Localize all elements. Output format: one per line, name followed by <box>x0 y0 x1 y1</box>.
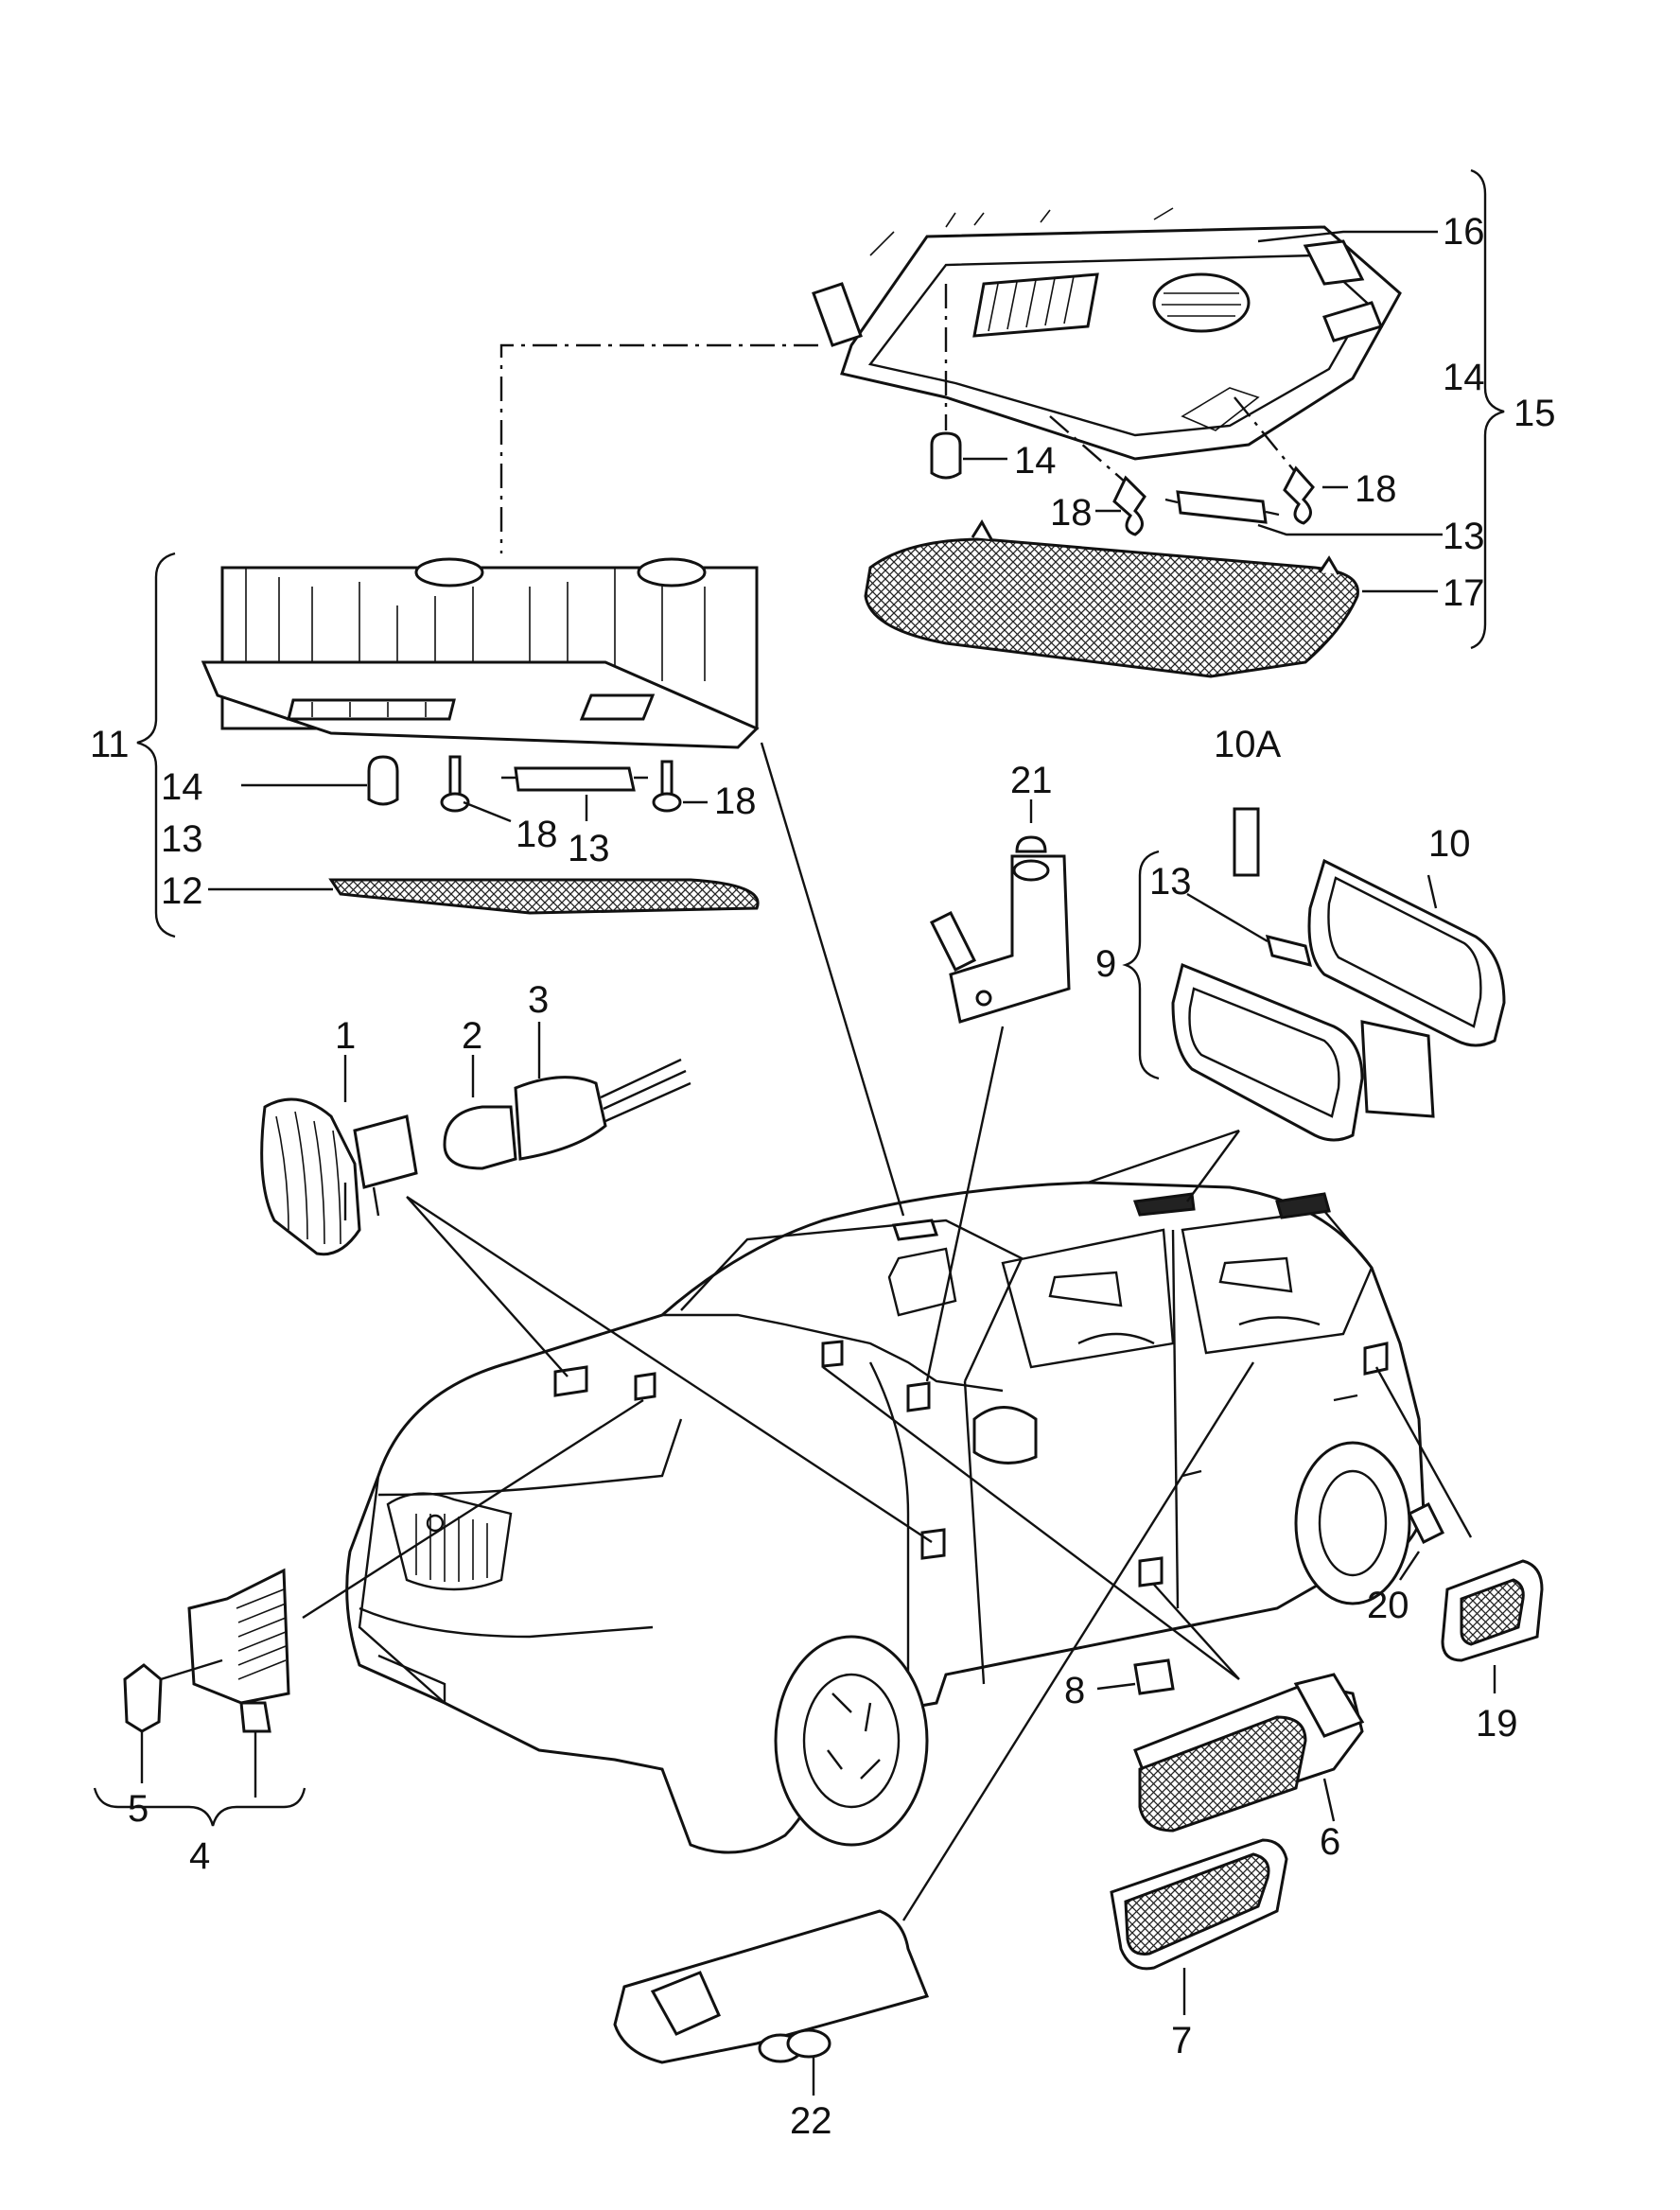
housing-4 <box>187 1568 290 1798</box>
lens-17-top <box>864 519 1438 678</box>
label-9: 9 <box>1095 943 1116 985</box>
car-location-markers <box>553 1219 1389 1587</box>
label-pad-10a <box>1233 807 1260 877</box>
car-body <box>345 1181 1426 1854</box>
interior-light-assembly-15 <box>812 207 1402 461</box>
screw-18-left-b <box>652 760 708 813</box>
interior-light-assembly-11 <box>201 557 760 749</box>
light-7 <box>1110 1838 1288 2015</box>
label-14-left: 14 <box>161 766 203 808</box>
bracket-15 <box>1470 168 1505 650</box>
label-18-top-right: 18 <box>1355 468 1397 510</box>
screw-18-left-top <box>1049 415 1146 536</box>
label-14-top-right: 14 <box>1443 357 1485 398</box>
side-marker-1 <box>260 1055 418 1256</box>
label-13-left: 13 <box>568 828 610 869</box>
label-2: 2 <box>462 1015 482 1057</box>
label-14-top: 14 <box>1014 440 1057 482</box>
bulb-5 <box>123 1658 223 1783</box>
bulb-13-door <box>1186 892 1313 968</box>
label-22: 22 <box>790 2100 832 2142</box>
label-15: 15 <box>1514 393 1556 434</box>
bulb-8 <box>1096 1658 1175 1695</box>
bracket-4 <box>93 1787 306 1827</box>
festoon-bulb-13-left <box>501 766 648 821</box>
luggage-light-6 <box>1133 1673 1365 1833</box>
bulb-14-left <box>241 755 399 806</box>
label-6: 6 <box>1320 1821 1340 1863</box>
leader-lines <box>302 742 1473 1921</box>
label-10a: 10A <box>1214 724 1281 765</box>
label-12: 12 <box>161 870 203 912</box>
door-contact-switch-21 <box>929 799 1071 1024</box>
socket-3 <box>514 1022 691 1161</box>
light-19 <box>1441 1559 1544 1693</box>
bulb-20 <box>1399 1501 1445 1581</box>
label-18-top-left: 18 <box>1050 492 1093 534</box>
label-18-left-b: 18 <box>714 781 757 822</box>
label-19: 19 <box>1476 1703 1518 1745</box>
festoon-bulb-13-top <box>1164 490 1443 536</box>
label-10: 10 <box>1428 823 1471 865</box>
label-5: 5 <box>128 1788 149 1830</box>
bulb-14-top <box>930 284 1007 480</box>
label-13-door: 13 <box>1149 861 1192 903</box>
leader-dashdot <box>499 343 818 553</box>
bracket-9 <box>1122 850 1160 1080</box>
bracket-11 <box>136 552 176 938</box>
door-light-9 <box>1171 962 1435 1142</box>
bulb-2 <box>443 1055 517 1170</box>
lens-12-left <box>208 878 760 915</box>
label-17: 17 <box>1443 572 1485 614</box>
light-22 <box>613 1909 930 2096</box>
label-7: 7 <box>1171 2020 1192 2061</box>
label-18-left-a: 18 <box>516 814 558 855</box>
part-labels: 16 14 15 14 18 18 13 17 11 14 13 12 18 1… <box>90 211 1556 2142</box>
label-11: 11 <box>90 724 130 765</box>
screw-18-left-a <box>440 755 512 823</box>
label-20: 20 <box>1367 1585 1409 1626</box>
gasket-10 <box>1307 858 1506 1047</box>
label-21: 21 <box>1010 760 1053 801</box>
label-13-top: 13 <box>1443 516 1485 557</box>
label-16: 16 <box>1443 211 1485 253</box>
label-4: 4 <box>189 1835 210 1877</box>
label-8: 8 <box>1064 1670 1085 1711</box>
label-1: 1 <box>335 1015 356 1057</box>
label-13-left-outer: 13 <box>161 818 203 860</box>
screw-18-right-top <box>1234 396 1348 525</box>
label-3: 3 <box>528 979 549 1021</box>
